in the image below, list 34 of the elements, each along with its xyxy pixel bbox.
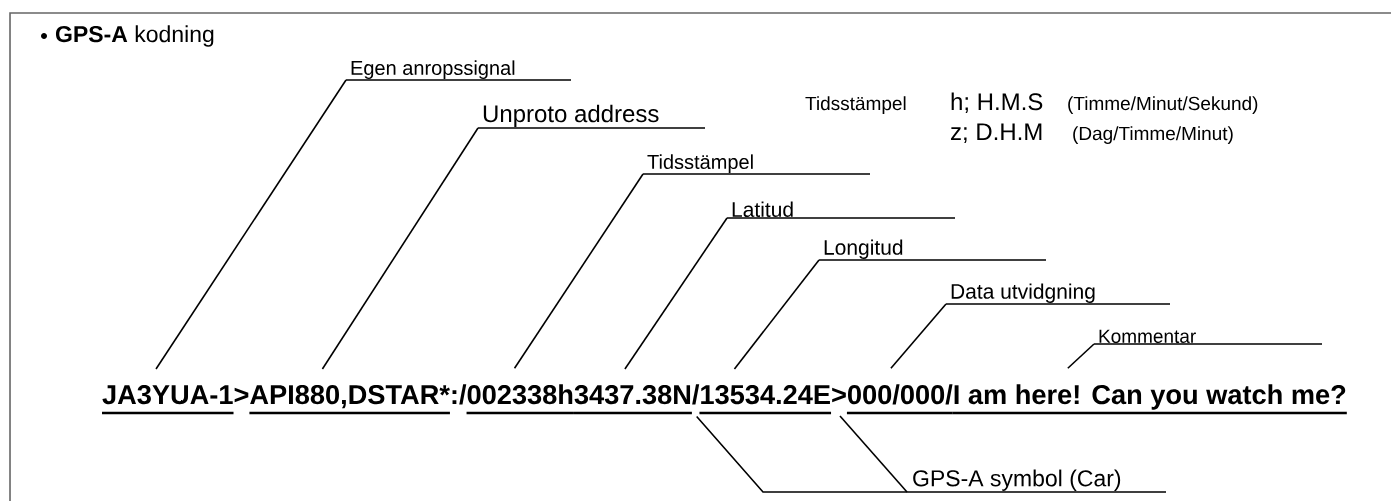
- note-text: z; D.H.M: [951, 123, 1042, 144]
- code-character: /: [692, 384, 700, 405]
- note-text: h; H.M.S: [951, 92, 1043, 114]
- underlined-code-segment: 13534.24E: [699, 385, 832, 415]
- underlined-code-segment: JA3YUA-1: [102, 385, 234, 415]
- code-character: :/: [452, 384, 467, 405]
- code-character: >: [234, 387, 249, 403]
- leader-line: [695, 415, 1167, 493]
- underlined-label: Latitud: [726, 201, 956, 219]
- underlined-label: Kommentar: [1093, 329, 1323, 345]
- note-text: (Timme/Minut/Sekund): [1068, 96, 1258, 114]
- leader-line: [733, 259, 820, 370]
- leader-line: [839, 415, 908, 493]
- underlined-label: Longitud: [818, 239, 1047, 261]
- underlined-label: Data utvidgning: [945, 283, 1171, 305]
- underlined-code-segment: I am here! Can you watch me?: [952, 384, 1347, 415]
- note-text: (Dag/Timme/Minut): [1073, 126, 1233, 144]
- underlined-code-segment: API880,DSTAR*: [249, 385, 450, 415]
- leader-line: [155, 79, 347, 370]
- underlined-code-segment: 3437.38N: [573, 385, 692, 415]
- leader-line: [1067, 343, 1095, 370]
- note-text: Tidsstämpel: [805, 96, 906, 114]
- leader-line: [890, 303, 947, 370]
- underlined-code-segment: 002338h: [466, 384, 574, 415]
- underlined-code-segment: 000/000/: [846, 384, 953, 415]
- title: GPS-A kodning: [41, 25, 214, 47]
- leader-line: [513, 173, 644, 370]
- leader-line: [624, 217, 728, 370]
- underlined-label: Tidsstämpel: [642, 154, 871, 175]
- underlined-label: GPS-A symbol (Car): [913, 469, 1121, 491]
- leader-line: [321, 127, 479, 370]
- underlined-label: Egen anropssignal: [345, 60, 572, 81]
- underlined-label: Unproto address: [477, 104, 706, 129]
- code-character: >: [832, 387, 846, 403]
